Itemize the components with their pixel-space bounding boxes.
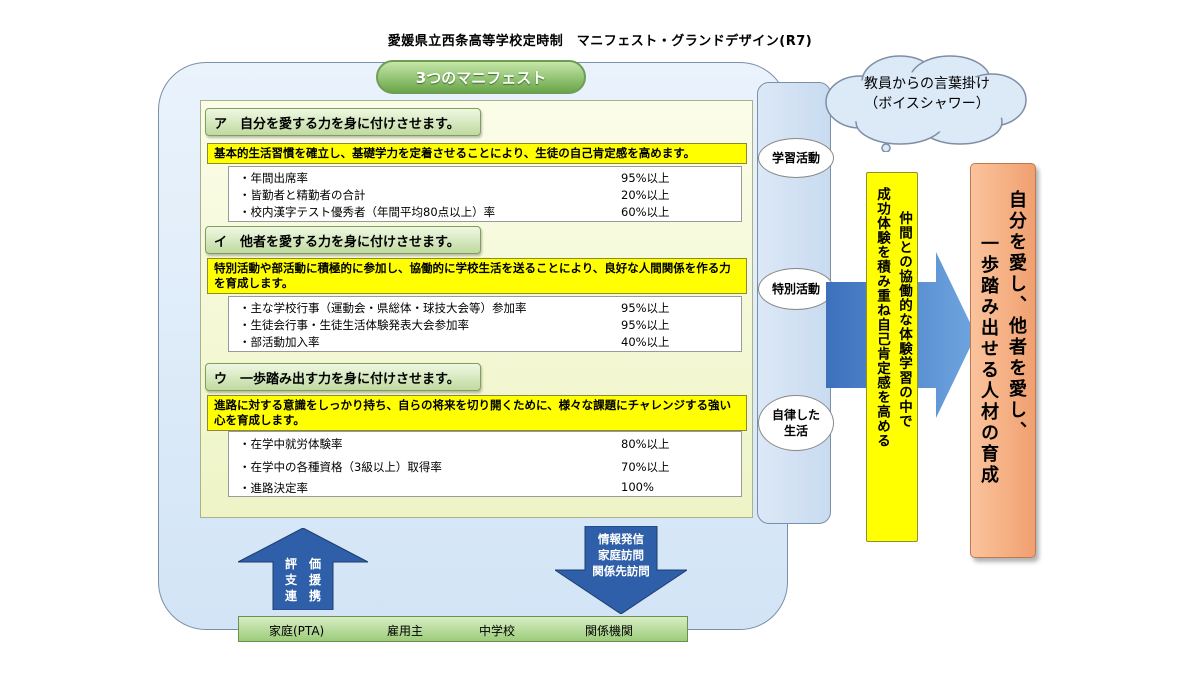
speech-cloud (825, 55, 1027, 152)
metric-row: ・生徒会行事・生徒生活体験発表大会参加率 95%以上 (229, 317, 741, 332)
metric-label: ・生徒会行事・生徒生活体験発表大会参加率 (239, 318, 469, 332)
metric-label: ・校内漢字テスト優秀者（年間平均80点以上）率 (239, 205, 496, 219)
up-arrow-line: 支 援 (284, 573, 321, 587)
metric-value: 80%以上 (621, 437, 670, 451)
section-c-metrics: ・在学中就労体験率 80%以上 ・在学中の各種資格（3級以上）取得率 70%以上… (228, 431, 742, 497)
stakeholder-family: 家庭(PTA) (269, 624, 325, 638)
stakeholder-agencies: 関係機関 (585, 624, 634, 638)
metric-value: 100% (621, 480, 654, 494)
metric-value: 20%以上 (621, 188, 670, 202)
section-a-heading: ア 自分を愛する力を身に付けさせます。 (205, 108, 481, 136)
metric-row: ・年間出席率 95%以上 (229, 170, 741, 185)
down-arrow-line: 関係先訪問 (592, 564, 650, 578)
down-arrow (555, 526, 687, 614)
down-arrow-text: 情報発信 家庭訪問 関係先訪問 (583, 531, 659, 579)
section-c-goal: 進路に対する意識をしっかり持ち、自らの将来を切り開くために、様々な課題にチャレン… (207, 395, 747, 431)
metric-value: 70%以上 (621, 460, 670, 474)
vertical-text-1: 仲間との協働的な体験学習の中で (896, 211, 912, 429)
cloud-text: 教員からの言葉掛け （ボイスシャワー） (864, 76, 990, 112)
metric-label: ・進路決定率 (239, 481, 308, 495)
metric-row: ・進路決定率 100% (229, 480, 741, 495)
metric-row: ・在学中の各種資格（3級以上）取得率 70%以上 (229, 459, 741, 474)
metric-label: ・皆勤者と精勤者の合計 (239, 188, 366, 202)
metric-row: ・皆勤者と精勤者の合計 20%以上 (229, 187, 741, 202)
metric-label: ・年間出席率 (239, 171, 308, 185)
goal-text-2: 一歩踏み出せる人材の育成 (978, 234, 999, 486)
metric-label: ・在学中就労体験率 (239, 437, 343, 451)
collaboration-box: 仲間との協働的な体験学習の中で 成功体験を積み重ね自己肯定感を高める (866, 172, 918, 542)
metric-row: ・校内漢字テスト優秀者（年間平均80点以上）率 60%以上 (229, 204, 741, 219)
manifest-title-pill: 3つのマニフェスト (376, 60, 586, 94)
section-b-goal: 特別活動や部活動に積極的に参加し、協働的に学校生活を送ることにより、良好な人間関… (207, 258, 747, 294)
down-arrow-line: 家庭訪問 (598, 548, 644, 562)
metric-value: 60%以上 (621, 205, 670, 219)
activity-special: 特別活動 (758, 268, 834, 310)
goal-text-1: 自分を愛し、他者を愛し、 (1006, 190, 1027, 442)
section-b-heading: イ 他者を愛する力を身に付けさせます。 (205, 226, 481, 254)
metric-row: ・主な学校行事（運動会・県総体・球技大会等）参加率 95%以上 (229, 300, 741, 315)
metric-row: ・部活動加入率 40%以上 (229, 334, 741, 349)
up-arrow-line: 連 携 (284, 589, 321, 603)
activity-learning: 学習活動 (758, 138, 834, 178)
metric-value: 95%以上 (621, 171, 670, 185)
up-arrow-text: 評 価 支 援 連 携 (281, 556, 325, 604)
page-title: 愛媛県立西条高等学校定時制 マニフェスト・グランドデザイン(R7) (387, 34, 813, 49)
metric-value: 40%以上 (621, 335, 670, 349)
section-a-metrics: ・年間出席率 95%以上 ・皆勤者と精勤者の合計 20%以上 ・校内漢字テスト優… (228, 166, 742, 222)
section-b-metrics: ・主な学校行事（運動会・県総体・球技大会等）参加率 95%以上 ・生徒会行事・生… (228, 296, 742, 352)
metric-value: 95%以上 (621, 318, 670, 332)
activity-self-discipline: 自律した 生活 (758, 395, 834, 451)
stakeholder-junior-high: 中学校 (479, 624, 516, 638)
metric-label: ・在学中の各種資格（3級以上）取得率 (239, 460, 442, 474)
section-c-heading: ウ 一歩踏み出す力を身に付けさせます。 (205, 363, 481, 391)
down-arrow-line: 情報発信 (598, 532, 644, 546)
metric-label: ・部活動加入率 (239, 335, 320, 349)
metric-value: 95%以上 (621, 301, 670, 315)
metric-row: ・在学中就労体験率 80%以上 (229, 436, 741, 451)
metric-label: ・主な学校行事（運動会・県総体・球技大会等）参加率 (239, 301, 527, 315)
stakeholders-bar: 家庭(PTA) 雇用主 中学校 関係機関 (238, 616, 688, 642)
section-a-goal: 基本的生活習慣を確立し、基礎学力を定着させることにより、生徒の自己肯定感を高めま… (207, 143, 747, 164)
up-arrow (238, 528, 368, 610)
vertical-text-2: 成功体験を積み重ね自己肯定感を高める (874, 187, 890, 448)
goal-box: 自分を愛し、他者を愛し、 一歩踏み出せる人材の育成 (970, 163, 1036, 558)
stakeholder-employer: 雇用主 (387, 624, 424, 638)
up-arrow-line: 評 価 (284, 557, 321, 571)
